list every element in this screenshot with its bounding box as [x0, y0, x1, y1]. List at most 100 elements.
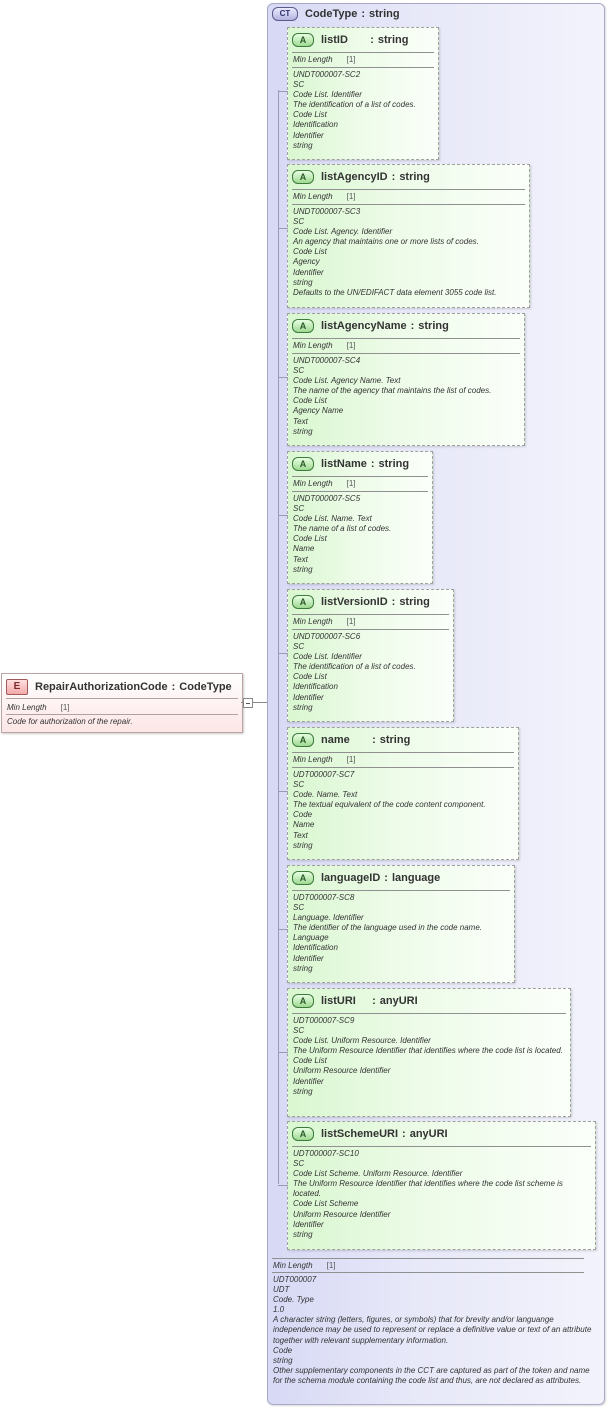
doc-line: Code List — [293, 110, 327, 120]
doc-line: string — [273, 1355, 293, 1365]
attribute-box[interactable]: A listAgencyID:string Min Length[1]UNDT0… — [287, 164, 530, 308]
attribute-type: string — [378, 458, 410, 470]
attribute-header: A listID :string — [292, 33, 408, 47]
attribute-name: languageID — [321, 872, 381, 884]
doc-line: string — [293, 277, 313, 287]
doc-line: Identification — [293, 682, 338, 692]
doc-line: SC — [293, 1026, 305, 1036]
doc-line: UDT000007-SC9 — [293, 1016, 355, 1025]
facet-value: [1] — [346, 341, 356, 350]
doc-line: SC — [293, 1159, 305, 1169]
attribute-facet: Min Length[1] — [293, 617, 356, 626]
attribute-box[interactable]: A listName:string Min Length[1]UNDT00000… — [287, 451, 433, 584]
attribute-box[interactable]: A listID :string Min Length[1]UNDT000007… — [287, 27, 439, 160]
doc-line: Text — [293, 416, 308, 426]
divider — [292, 353, 520, 354]
attribute-box[interactable]: A listAgencyName:string Min Length[1]UND… — [287, 313, 525, 446]
doc-line: Agency — [293, 257, 320, 267]
element-doc: Code for authorization of the repair. — [7, 717, 133, 726]
tree-line — [278, 90, 279, 1184]
attribute-title: name :string — [321, 734, 411, 746]
doc-line: The name of the agency that maintains th… — [293, 386, 492, 396]
tree-branch — [278, 791, 288, 792]
doc-line: Uniform Resource Identifier — [293, 1066, 391, 1076]
attribute-header: A listVersionID:string — [292, 595, 430, 609]
attribute-icon: A — [292, 1127, 314, 1141]
attribute-type: string — [379, 734, 411, 746]
divider — [292, 890, 510, 891]
doc-line: The Uniform Resource Identifier that ide… — [293, 1179, 563, 1199]
doc-line: Code List. Uniform Resource. Identifier — [293, 1036, 431, 1046]
divider — [292, 52, 434, 53]
divider — [292, 614, 449, 615]
doc-line: UNDT000007-SC4 — [293, 356, 361, 365]
divider — [292, 67, 434, 68]
facet-value: [1] — [326, 1261, 336, 1270]
doc-line: Code — [293, 810, 313, 820]
attribute-facet: Min Length[1] — [293, 192, 356, 201]
attribute-box[interactable]: A listVersionID:string Min Length[1]UNDT… — [287, 589, 454, 722]
attribute-icon: A — [292, 994, 314, 1008]
doc-line: Code List — [293, 247, 327, 257]
doc-line: UDT000007-SC8 — [293, 893, 355, 902]
attribute-header: A listAgencyName:string — [292, 319, 449, 333]
divider — [272, 1272, 584, 1273]
attribute-name: listAgencyID — [321, 171, 388, 183]
doc-line: SC — [293, 642, 305, 652]
complex-type-icon: CT — [272, 7, 298, 21]
doc-line: Identifier — [293, 953, 324, 963]
divider — [292, 629, 449, 630]
doc-line: An agency that maintains one or more lis… — [293, 237, 479, 247]
attribute-icon: A — [292, 457, 314, 471]
doc-line: SC — [293, 903, 305, 913]
doc-line: UDT000007-SC7 — [293, 770, 355, 779]
collapse-toggle[interactable] — [243, 698, 253, 708]
attribute-title: listURI :anyURI — [321, 995, 418, 1007]
attribute-facet: Min Length[1] — [293, 755, 356, 764]
facet-value: [1] — [346, 755, 356, 764]
doc-line: Code List — [293, 396, 327, 406]
attribute-header: A listAgencyID:string — [292, 170, 430, 184]
attribute-icon: A — [292, 33, 314, 47]
tree-branch — [278, 1185, 288, 1186]
element-box[interactable]: E RepairAuthorizationCode:CodeType Min L… — [1, 673, 243, 733]
attribute-header: A languageID:language — [292, 871, 440, 885]
doc-line: string — [293, 140, 313, 150]
doc-line: Identifier — [293, 692, 324, 702]
divider — [292, 1013, 566, 1014]
doc-line: Language — [293, 933, 329, 943]
tree-branch — [278, 1052, 288, 1053]
attribute-icon: A — [292, 319, 314, 333]
tree-branch — [278, 515, 288, 516]
attribute-icon: A — [292, 170, 314, 184]
attribute-box[interactable]: A name :string Min Length[1]UDT000007-SC… — [287, 727, 519, 860]
tree-branch — [278, 929, 288, 930]
facet-label: Min Length — [273, 1261, 313, 1270]
facet-label: Min Length — [293, 617, 333, 626]
doc-line: Code — [273, 1345, 293, 1355]
divider — [292, 1146, 591, 1147]
attribute-type: string — [399, 596, 430, 608]
doc-line: Identification — [293, 943, 338, 953]
doc-line: SC — [293, 366, 305, 376]
doc-line: string — [293, 426, 313, 436]
complex-type-facet: Min Length [1] — [273, 1261, 336, 1270]
doc-line: string — [293, 840, 313, 850]
doc-line: Code List Scheme. Uniform Resource. Iden… — [293, 1169, 463, 1179]
doc-line: Agency Name — [293, 406, 344, 416]
attribute-title: listName:string — [321, 458, 410, 470]
element-icon: E — [6, 678, 28, 695]
doc-line: UDT000007-SC10 — [293, 1149, 359, 1158]
attribute-title: listAgencyID:string — [321, 171, 430, 183]
doc-line: string — [293, 963, 313, 973]
doc-line: Identifier — [293, 1076, 324, 1086]
attribute-name: listAgencyName — [321, 320, 407, 332]
